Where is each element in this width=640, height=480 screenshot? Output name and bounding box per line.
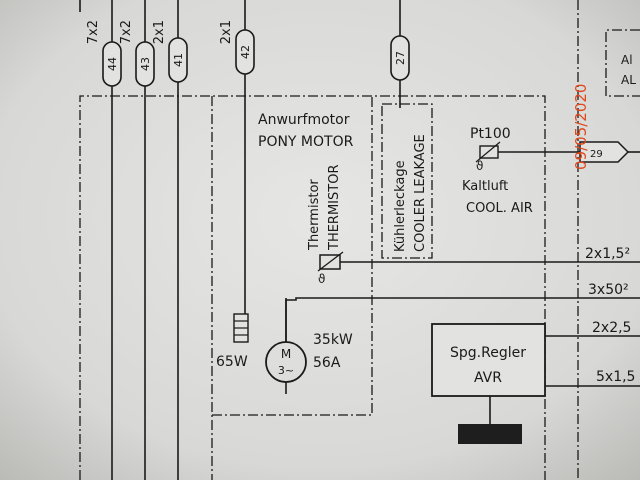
right-box-line1: Al <box>621 53 633 67</box>
avr-terminal-block <box>458 424 522 444</box>
cable-spec-41: 2x1 <box>152 20 167 44</box>
cable-marker-43 <box>135 41 155 87</box>
cable-marker-44 <box>102 41 122 87</box>
avr-label-en: AVR <box>474 370 502 386</box>
right-box-line2: AL <box>621 73 636 87</box>
heater-power-label: 65W <box>216 354 248 370</box>
motor-symbol-phase: 3~ <box>278 364 294 377</box>
right-box <box>605 29 640 97</box>
cooler-leakage-label-de: Kühlerleckage <box>393 160 408 252</box>
cable-spec-42: 2x1 <box>219 20 234 44</box>
motor-symbol-letter: M <box>281 347 291 361</box>
cable-number-44: 44 <box>106 57 119 71</box>
enclosure-boundaries <box>79 0 579 480</box>
cable-number-42: 42 <box>239 45 252 59</box>
pony-motor-title-en: PONY MOTOR <box>258 134 354 150</box>
cable-number-43: 43 <box>139 57 152 71</box>
wire-spec-1: 2x1,5² <box>585 246 630 262</box>
motor-power-label: 35kW <box>313 332 353 348</box>
wire-spec-2: 3x50² <box>588 282 629 298</box>
thermistor-label-de: Thermistor <box>307 179 322 251</box>
cable-markers <box>102 29 410 87</box>
cable-marker-41 <box>168 37 188 83</box>
cooler-leakage-label-en: COOLER LEAKAGE <box>413 134 428 252</box>
avr-box <box>431 323 546 397</box>
vertical-wires <box>79 0 401 480</box>
cable-marker-42 <box>235 29 255 75</box>
pt100-label-en: COOL. AIR <box>466 201 533 216</box>
pt100-slash <box>475 141 501 163</box>
pt100-theta-icon: ϑ <box>476 159 483 173</box>
cable-number-27: 27 <box>394 51 407 65</box>
wire-spec-4: 5x1,5 <box>596 369 635 385</box>
cable-spec-44: 7x2 <box>86 20 101 44</box>
motor-current-label: 56A <box>313 355 341 371</box>
pony-motor-title-de: Anwurfmotor <box>258 112 350 128</box>
avr-label-de: Spg.Regler <box>450 345 526 361</box>
cable-marker-29 <box>579 141 630 163</box>
pt100-label: Pt100 <box>470 126 511 142</box>
wire-spec-3: 2x2,5 <box>592 320 631 336</box>
cable-number-41: 41 <box>172 53 185 67</box>
thermistor-theta-icon: ϑ <box>318 272 325 286</box>
cable-number-29: 29 <box>590 149 603 160</box>
date-stamp: 09/05/2020 <box>572 84 590 170</box>
cable-marker-27 <box>390 35 410 81</box>
pt100-label-de: Kaltluft <box>462 179 508 194</box>
heater-element-stripes <box>234 320 248 336</box>
thermistor-label-en: THERMISTOR <box>327 165 342 251</box>
thermistor-slash <box>317 251 344 272</box>
cable-spec-43: 7x2 <box>119 20 134 44</box>
